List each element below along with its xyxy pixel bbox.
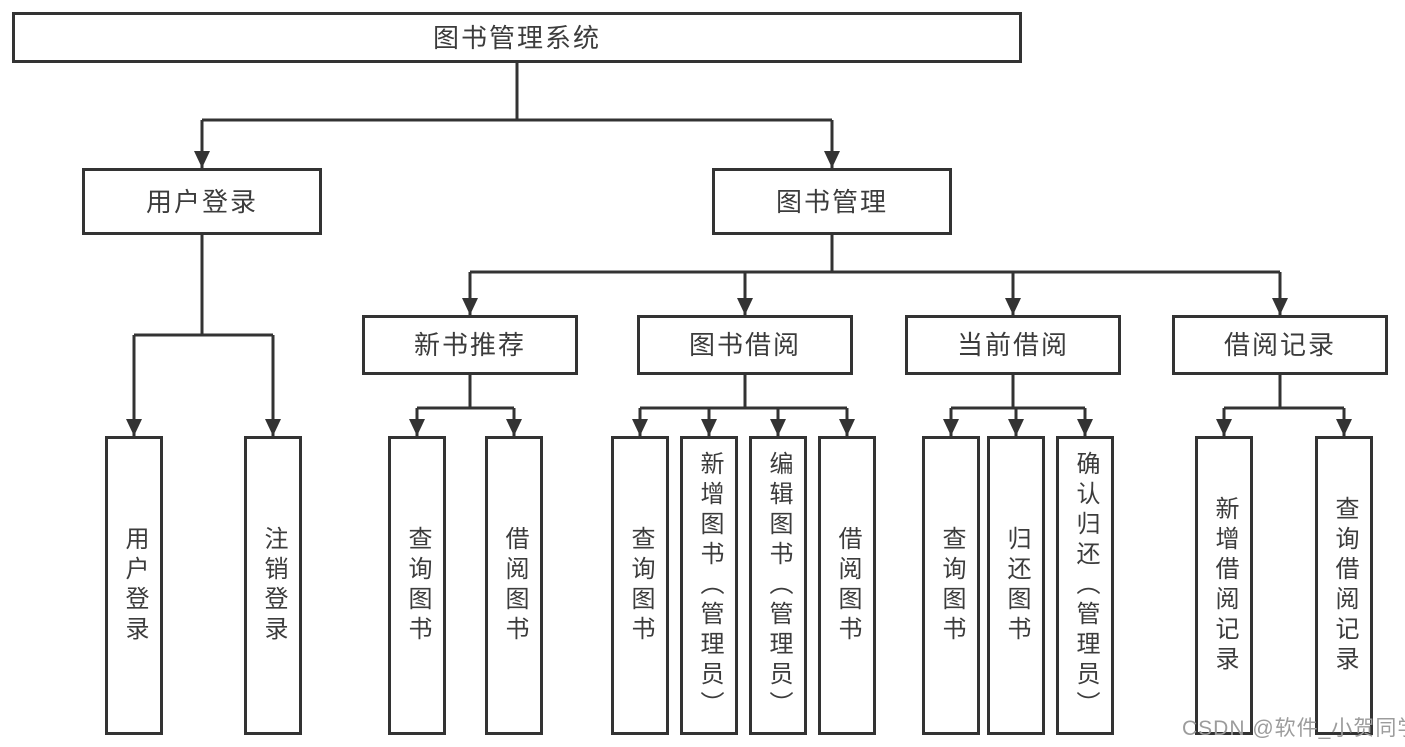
node-label: 编辑图书（管理员）	[765, 450, 792, 721]
leaf-search-books-borrowing: 查询图书	[611, 436, 669, 735]
node-label: 归还图书	[1003, 525, 1030, 646]
node-new-book-recommend: 新书推荐	[362, 315, 578, 375]
node-borrowing-records: 借阅记录	[1172, 315, 1388, 375]
node-label: 图书借阅	[688, 330, 801, 360]
leaf-add-books-admin: 新增图书（管理员）	[680, 436, 738, 735]
leaf-search-books-recommend: 查询图书	[388, 436, 446, 735]
leaf-confirm-return-admin: 确认归还（管理员）	[1056, 436, 1114, 735]
leaf-borrow-books-recommend: 借阅图书	[485, 436, 543, 735]
node-book-borrowing: 图书借阅	[637, 315, 853, 375]
leaf-return-books: 归还图书	[987, 436, 1045, 735]
node-label: 确认归还（管理员）	[1072, 450, 1099, 721]
leaf-edit-books-admin: 编辑图书（管理员）	[749, 436, 807, 735]
leaf-borrow-books: 借阅图书	[818, 436, 876, 735]
csdn-watermark: CSDN @软件_小贺同学	[1182, 717, 1405, 740]
leaf-user-login: 用户登录	[105, 436, 163, 735]
node-label: 借阅图书	[834, 525, 861, 646]
node-label: 借阅图书	[501, 525, 528, 646]
node-label: 查询图书	[938, 525, 965, 646]
node-label: 图书管理系统	[432, 22, 601, 53]
node-label: 新增借阅记录	[1211, 495, 1238, 676]
node-user-login: 用户登录	[82, 168, 322, 235]
node-label: 用户登录	[121, 525, 148, 646]
connector-trunks	[134, 63, 1344, 410]
leaf-add-borrow-record: 新增借阅记录	[1195, 436, 1253, 735]
node-label: 新书推荐	[413, 330, 526, 360]
node-label: 用户登录	[145, 186, 258, 217]
node-label: 查询借阅记录	[1331, 495, 1358, 676]
node-label: 当前借阅	[956, 330, 1069, 360]
node-book-management: 图书管理	[712, 168, 952, 235]
node-label: 注销登录	[260, 525, 287, 646]
node-label: 查询图书	[404, 525, 431, 646]
leaf-search-borrow-record: 查询借阅记录	[1315, 436, 1373, 735]
node-root-system: 图书管理系统	[12, 12, 1022, 63]
node-label: 借阅记录	[1223, 330, 1336, 360]
leaf-logout: 注销登录	[244, 436, 302, 735]
node-label: 图书管理	[775, 186, 888, 217]
node-label: 新增图书（管理员）	[696, 450, 723, 721]
node-label: 查询图书	[627, 525, 654, 646]
leaf-search-books-current: 查询图书	[922, 436, 980, 735]
node-current-borrowing: 当前借阅	[905, 315, 1121, 375]
